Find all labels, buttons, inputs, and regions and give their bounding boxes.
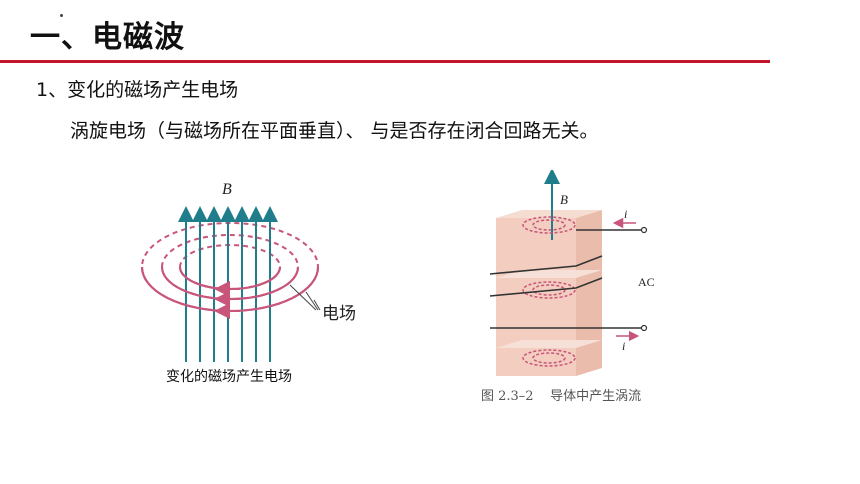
magnetic-field-diagram: B 电场 [140, 181, 356, 362]
b-field-label: B [222, 181, 232, 198]
current-label-bottom: i [622, 339, 625, 353]
eddy-current-diagram: B i i AC [489, 170, 655, 376]
eddy-ring-top-inner [532, 219, 566, 231]
current-label-top: i [624, 207, 627, 221]
body-text: 涡旋电场（与磁场所在平面垂直）、 与是否存在闭合回路无关。 [70, 120, 599, 142]
figure-right-caption: 图 2.3–2 导体中产生涡流 [481, 389, 642, 404]
eddy-ring-bottom-inner [532, 352, 566, 364]
field-ring-middle-front [160, 266, 300, 301]
leader-line-2 [305, 291, 319, 311]
leader-line-1 [289, 284, 317, 311]
eddy-ring-bottom-outer [522, 349, 576, 367]
coil-turn-1 [489, 255, 603, 275]
leader-line-3 [313, 299, 321, 311]
terminal-top [640, 226, 648, 234]
field-ring-inner-front [178, 266, 282, 291]
decorative-dot [60, 14, 63, 17]
slab-face-lower [496, 340, 602, 348]
ac-source-label: AC [638, 275, 655, 289]
title-underline [0, 60, 770, 63]
section-subtitle: 1、变化的磁场产生电场 [36, 79, 239, 101]
terminal-bottom [640, 324, 648, 332]
electric-field-label: 电场 [322, 304, 356, 323]
b-field-label-right: B [560, 192, 568, 207]
page-title: 一、电磁波 [30, 20, 185, 55]
eddy-ring-middle-outer [522, 281, 576, 299]
block-top-face [496, 210, 602, 218]
figure-left-caption: 变化的磁场产生电场 [166, 369, 292, 385]
coil-turn-2 [489, 277, 603, 297]
eddy-ring-middle-inner [532, 284, 566, 296]
block-side-face [576, 210, 602, 376]
eddy-ring-top-outer [522, 216, 576, 234]
slab-face-upper [496, 270, 602, 278]
